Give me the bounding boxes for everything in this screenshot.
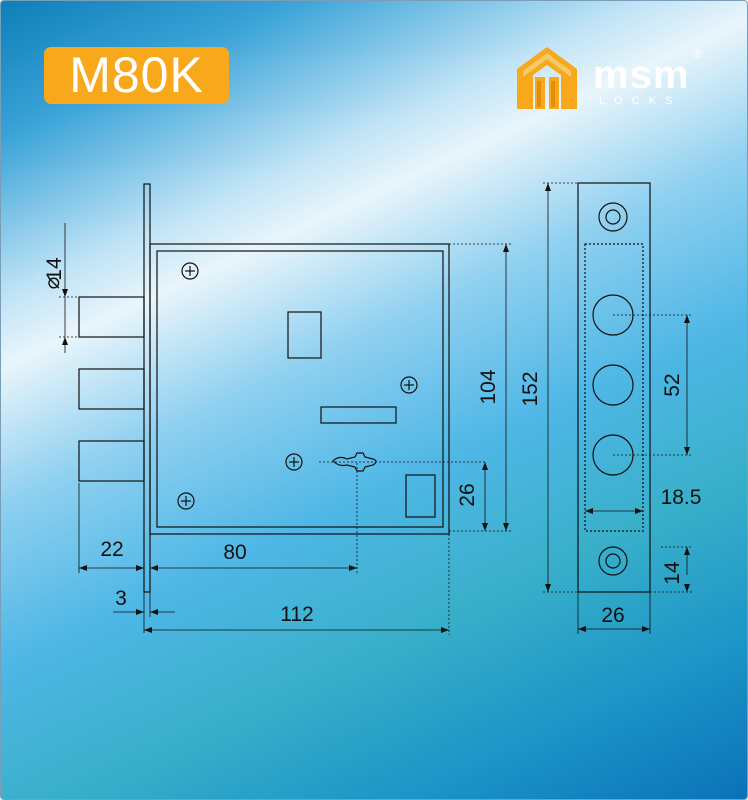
bolt-2: [78, 368, 145, 410]
dim-bolt-throw: 22: [100, 538, 123, 561]
body-outline-dashed: [584, 243, 644, 532]
screw-icon: [285, 453, 303, 471]
keyhole-icon: [332, 452, 377, 472]
brand-logo: msm LOCKS ®: [513, 41, 713, 113]
model-badge: M80K: [44, 47, 229, 104]
bolt-hole-2: [592, 364, 634, 406]
faceplate: [143, 183, 151, 593]
slot-bar: [320, 406, 397, 424]
dim-bolt-spacing: 52: [661, 373, 684, 396]
dim-backset: 80: [223, 541, 246, 564]
brand-name: msm: [593, 53, 690, 97]
dim-bolt-height: 14: [43, 257, 66, 281]
diameter-symbol: ⌀: [41, 277, 64, 290]
dim-faceplate-height: 152: [519, 371, 542, 406]
cutout-lower: [405, 474, 436, 518]
mount-hole-bottom: [598, 546, 628, 576]
screw-icon: [181, 262, 199, 280]
dim-body-width: 18.5: [661, 486, 702, 509]
brand-sub: LOCKS: [599, 95, 682, 107]
registered-mark: ®: [693, 47, 702, 61]
cutout-square: [287, 311, 322, 359]
bolt-1: [78, 296, 145, 338]
dim-body-height: 104: [477, 369, 500, 404]
faceplate-side: [577, 182, 651, 593]
lock-body: [149, 243, 450, 535]
dim-faceplate-thickness: 3: [115, 587, 127, 610]
dim-hole-offset: 14: [661, 561, 684, 585]
dim-keyhole-offset: 26: [456, 483, 479, 506]
dim-faceplate-width: 26: [601, 604, 624, 627]
house-logo-icon: [517, 47, 577, 109]
screw-icon: [400, 376, 418, 394]
dim-total-depth: 112: [280, 603, 313, 626]
lock-body-inner: [156, 250, 444, 528]
screw-icon: [177, 492, 195, 510]
mount-hole-top: [598, 202, 628, 232]
bolt-3: [78, 440, 145, 482]
